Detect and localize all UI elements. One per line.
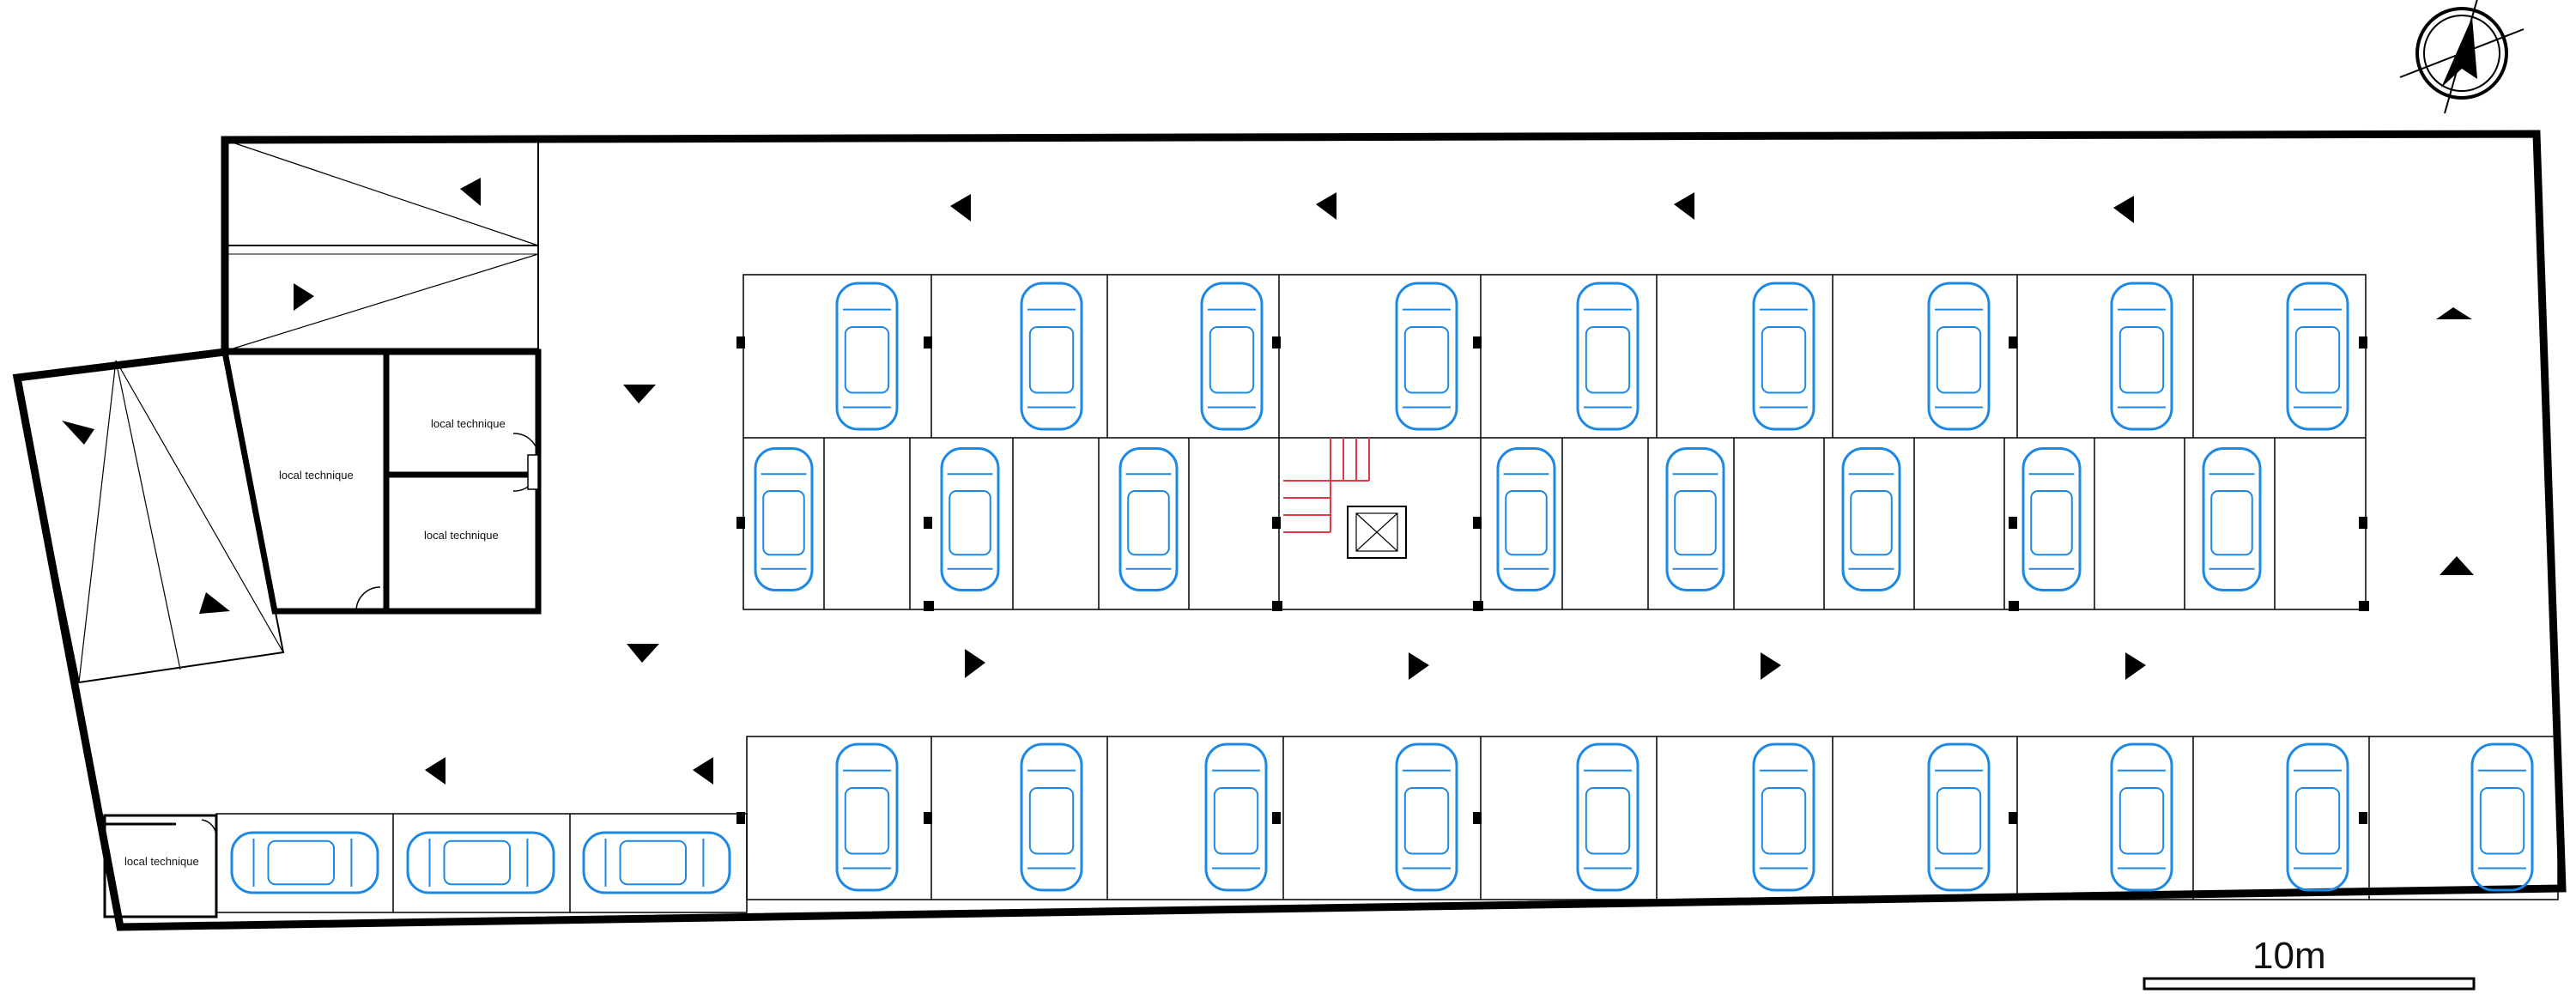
car-icon bbox=[1496, 447, 1556, 591]
car-icon bbox=[1200, 282, 1264, 431]
direction-arrow-icon bbox=[693, 757, 713, 785]
stairwell bbox=[1283, 438, 1407, 559]
scale-bar-label: 10m bbox=[2252, 935, 2326, 977]
technical-room-bottom: local technique bbox=[103, 814, 218, 918]
car-icon bbox=[1576, 282, 1640, 431]
parking-bays bbox=[215, 274, 2559, 913]
car-icon bbox=[2021, 447, 2082, 591]
technical-room-label: local technique bbox=[431, 417, 506, 430]
technical-room-label: local technique bbox=[424, 529, 499, 542]
car-icon bbox=[835, 282, 899, 431]
car-icon bbox=[2470, 742, 2534, 892]
car-icon bbox=[2110, 282, 2173, 431]
car-icon bbox=[754, 447, 814, 591]
direction-arrow-icon bbox=[623, 385, 656, 403]
car-icon bbox=[1020, 282, 1083, 431]
direction-arrows bbox=[62, 178, 2474, 785]
lift-shaft bbox=[1347, 506, 1407, 559]
car-icon bbox=[1927, 742, 1991, 892]
structural-columns bbox=[736, 336, 2369, 824]
car-icon bbox=[1665, 447, 1725, 591]
entrance-ramp-upper bbox=[224, 139, 539, 355]
direction-arrow-icon bbox=[965, 649, 985, 678]
direction-arrow-icon bbox=[1316, 192, 1336, 220]
parked-cars bbox=[230, 282, 2534, 894]
direction-arrow-icon bbox=[2436, 307, 2472, 319]
direction-arrow-icon bbox=[1761, 652, 1781, 680]
car-icon bbox=[1020, 742, 1083, 892]
direction-arrow-icon bbox=[1674, 192, 1694, 220]
scale-bar: 10m bbox=[2143, 935, 2476, 991]
direction-arrow-icon bbox=[1409, 652, 1429, 680]
direction-arrow-icon bbox=[950, 194, 971, 221]
technical-rooms: local technique local technique local te… bbox=[221, 349, 542, 615]
direction-arrow-icon bbox=[2125, 652, 2146, 680]
car-icon bbox=[1927, 282, 1991, 431]
car-icon bbox=[2110, 742, 2173, 892]
car-icon bbox=[406, 831, 555, 894]
car-icon bbox=[1752, 742, 1815, 892]
car-icon bbox=[1395, 742, 1458, 892]
direction-arrow-icon bbox=[2440, 556, 2474, 575]
car-icon bbox=[1118, 447, 1179, 591]
car-icon bbox=[1204, 742, 1268, 892]
technical-room-label: local technique bbox=[124, 855, 199, 868]
direction-arrow-icon bbox=[627, 644, 659, 663]
car-icon bbox=[230, 831, 379, 894]
direction-arrow-icon bbox=[294, 283, 314, 311]
direction-arrow-icon bbox=[2113, 196, 2134, 223]
north-arrow-icon bbox=[2399, 0, 2524, 114]
car-icon bbox=[2202, 447, 2262, 591]
car-icon bbox=[1752, 282, 1815, 431]
car-icon bbox=[582, 831, 731, 894]
car-icon bbox=[1576, 742, 1640, 892]
car-icon bbox=[2286, 282, 2349, 431]
entrance-ramp-lower bbox=[15, 350, 285, 684]
direction-arrow-icon bbox=[62, 421, 94, 445]
car-icon bbox=[940, 447, 1000, 591]
car-icon bbox=[2286, 742, 2349, 892]
direction-arrow-icon bbox=[199, 592, 230, 614]
direction-arrow-icon bbox=[460, 178, 481, 206]
car-icon bbox=[835, 742, 899, 892]
car-icon bbox=[1395, 282, 1458, 431]
direction-arrow-icon bbox=[425, 757, 445, 785]
outer-wall bbox=[12, 130, 2567, 931]
technical-room-label: local technique bbox=[279, 469, 354, 482]
car-icon bbox=[1841, 447, 1901, 591]
